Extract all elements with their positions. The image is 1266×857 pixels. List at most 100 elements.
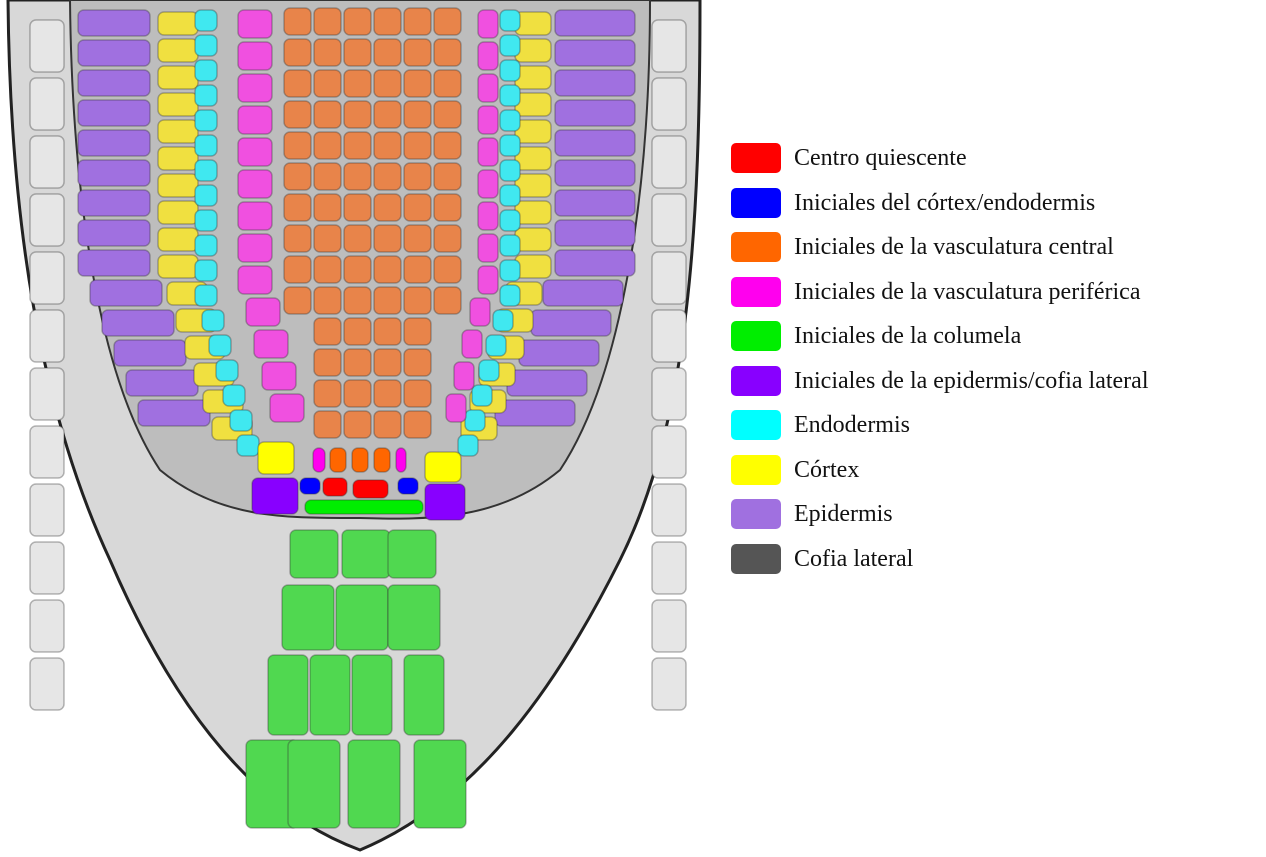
endodermis-cell	[500, 235, 520, 256]
epidermis-cell	[507, 370, 587, 396]
central-vasculature-cell	[344, 194, 371, 221]
legend-swatch	[731, 410, 781, 440]
columella-cell	[348, 740, 400, 828]
peripheral-vasculature-cell	[238, 138, 272, 166]
central-vasculature-cell	[434, 101, 461, 128]
lateral-cap-cell	[652, 310, 686, 362]
peripheral-vasculature-cell	[478, 42, 498, 70]
peripheral-vasculature-cell	[478, 10, 498, 38]
endodermis-cell	[237, 435, 259, 456]
peripheral-vasculature-cell	[238, 266, 272, 294]
central-vasculature-cell	[374, 39, 401, 66]
cortex-endodermis-initial-cell	[300, 478, 320, 494]
epidermis-cell	[78, 250, 150, 276]
central-vasculature-cell	[404, 318, 431, 345]
cortex-cell	[158, 120, 198, 143]
central-vasculature-cell	[404, 101, 431, 128]
legend-item-iniciales-vasculatura-central: Iniciales de la vasculatura central	[731, 232, 1261, 277]
central-vasculature-cell	[344, 318, 371, 345]
endodermis-cell	[195, 10, 217, 31]
endodermis-cell	[458, 435, 478, 456]
central-vasculature-cell	[374, 101, 401, 128]
lateral-cap-cell	[30, 136, 64, 188]
lateral-cap-cell	[30, 78, 64, 130]
peripheral-vasculature-cell	[238, 42, 272, 70]
central-vasculature-cell	[374, 411, 401, 438]
peripheral-vasculature-cell	[238, 202, 272, 230]
endodermis-cell	[500, 85, 520, 106]
columella-cell	[336, 585, 388, 650]
epidermis-cell	[78, 130, 150, 156]
central-vasculature-cell	[344, 39, 371, 66]
epidermis-cell	[126, 370, 198, 396]
central-vasculature-cell	[434, 39, 461, 66]
legend-label: Iniciales de la epidermis/cofia lateral	[794, 366, 1149, 396]
quiescent-center-cell	[323, 478, 347, 496]
epidermis-cell	[555, 190, 635, 216]
legend-label: Iniciales de la vasculatura periférica	[794, 277, 1140, 307]
epidermis-cell	[114, 340, 186, 366]
lateral-cap-cell	[30, 484, 64, 536]
epidermis-cell	[555, 130, 635, 156]
lateral-cap-cell	[30, 310, 64, 362]
central-vasculature-cell	[374, 287, 401, 314]
central-vasculature-cell	[344, 411, 371, 438]
legend-item-iniciales-cortex-endodermis: Iniciales del córtex/endodermis	[731, 188, 1261, 233]
peripheral-vasculature-cell	[246, 298, 280, 326]
epidermis-cell	[555, 220, 635, 246]
central-vasculature-cell	[404, 163, 431, 190]
central-vasculature-cell	[344, 225, 371, 252]
central-vasculature-cell	[344, 8, 371, 35]
central-vasculature-cell	[314, 349, 341, 376]
central-vasculature-cell	[314, 287, 341, 314]
legend-item-iniciales-vasculatura-periferica: Iniciales de la vasculatura periférica	[731, 277, 1261, 322]
endodermis-cell	[500, 185, 520, 206]
cortex-cell	[158, 66, 198, 89]
cortex-cell	[158, 39, 198, 62]
central-vasculature-cell	[374, 132, 401, 159]
central-vasculature-cell	[434, 163, 461, 190]
endodermis-cell	[500, 35, 520, 56]
endodermis-cell	[195, 210, 217, 231]
cortex-endodermis-initial-cell	[398, 478, 418, 494]
legend-swatch	[731, 277, 781, 307]
central-vasculature-cell	[314, 318, 341, 345]
central-vasculature-cell	[284, 39, 311, 66]
endodermis-cell	[486, 335, 506, 356]
legend-swatch	[731, 143, 781, 173]
lateral-cap-cell	[652, 252, 686, 304]
epidermis-cell	[78, 40, 150, 66]
cortex-cell	[158, 12, 198, 35]
epidermis-cell	[543, 280, 623, 306]
lateral-cap-cell	[652, 368, 686, 420]
central-vasculature-cell	[404, 70, 431, 97]
epidermis-cell	[102, 310, 174, 336]
cortex-cell	[258, 442, 294, 474]
central-vasculature-cell	[434, 194, 461, 221]
lateral-cap-cell	[30, 20, 64, 72]
central-vasculature-cell	[404, 411, 431, 438]
central-vasculature-initial-cell	[352, 448, 368, 472]
peripheral-vasculature-cell	[478, 138, 498, 166]
cortex-cell	[158, 174, 198, 197]
lateral-cap-cell	[652, 542, 686, 594]
cortex-cell	[425, 452, 461, 482]
cortex-cell	[158, 228, 198, 251]
central-vasculature-cell	[434, 287, 461, 314]
columella-cell	[388, 530, 436, 578]
legend-item-iniciales-columela: Iniciales de la columela	[731, 321, 1261, 366]
legend-label: Iniciales del córtex/endodermis	[794, 188, 1095, 218]
columella-initial-cell	[305, 500, 423, 514]
central-vasculature-cell	[344, 163, 371, 190]
lateral-cap-cell	[652, 194, 686, 246]
central-vasculature-cell	[374, 256, 401, 283]
legend-label: Córtex	[794, 455, 859, 485]
lateral-cap-cell	[652, 600, 686, 652]
columella-cell	[290, 530, 338, 578]
quiescent-center-cell	[353, 480, 388, 498]
legend-item-centro-quiescente: Centro quiescente	[731, 143, 1261, 188]
central-vasculature-cell	[344, 101, 371, 128]
peripheral-vasculature-cell	[478, 170, 498, 198]
central-vasculature-cell	[284, 194, 311, 221]
legend-swatch	[731, 544, 781, 574]
